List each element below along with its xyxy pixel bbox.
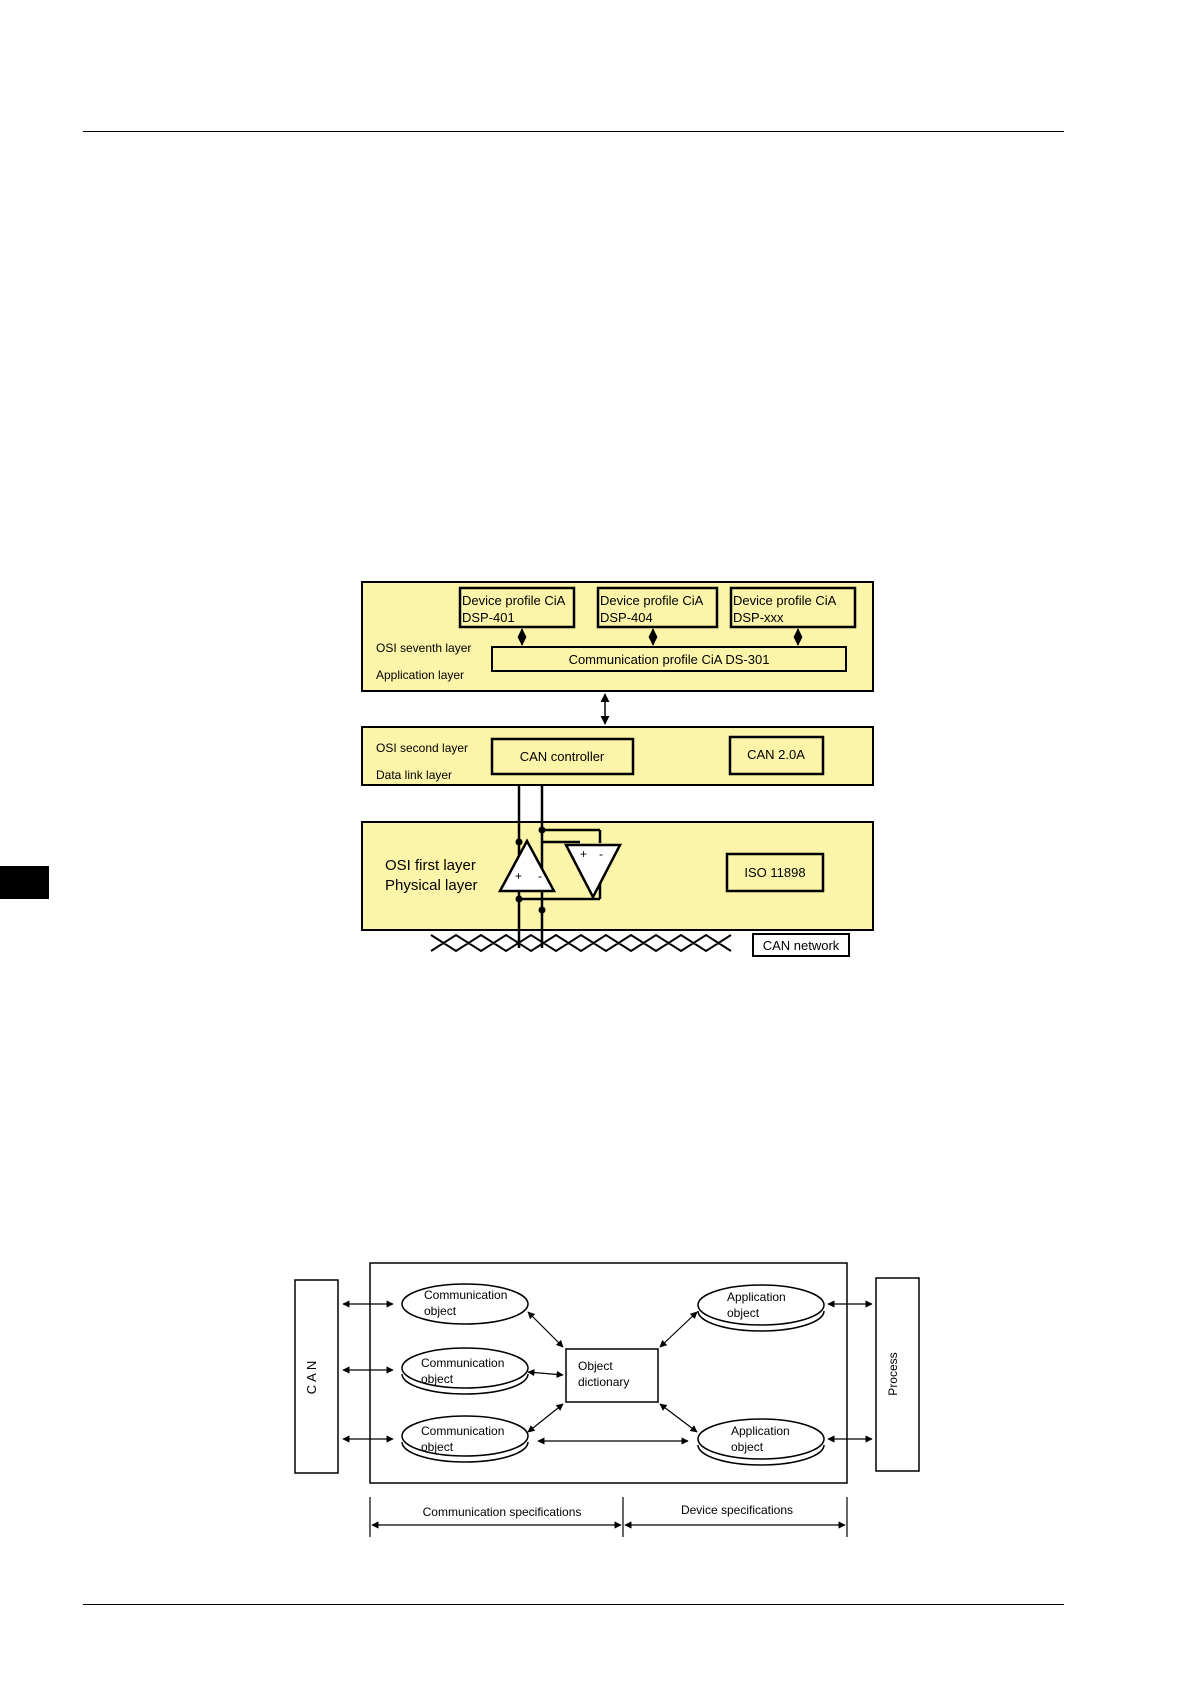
comm-object-2-line2: object [421,1372,454,1386]
can-20a-box [728,735,825,776]
comm-object-3: Communication object [401,1415,529,1463]
profile-box-xxx [729,586,857,629]
app-object-2: Application object [697,1418,825,1466]
app-object-1-line2: object [727,1306,760,1320]
driver-plus: + [515,869,522,883]
object-arrows [342,1300,873,1445]
can-controller-label: CAN controller [520,749,605,764]
comm-object-3-line2: object [421,1440,454,1454]
iso-11898-box [725,852,825,893]
object-dictionary-box [565,1348,659,1403]
header-rule [83,131,1064,132]
comm-object-2-line1: Communication [421,1356,504,1370]
profile-box-401 [458,586,576,629]
receiver-minus: - [599,847,603,861]
wiring-junctions [515,826,546,914]
comm-profile-label: Communication profile CiA DS-301 [569,652,770,667]
comm-profile-box [491,646,847,672]
comm-object-3-line1: Communication [421,1424,504,1438]
footer-rule [83,1604,1064,1605]
osi-layer-diagram: Device profile CiA DSP-401 Device profil… [361,581,874,957]
process-side-label: Process [886,1352,900,1395]
iso-11898-label: ISO 11898 [744,865,805,880]
chapter-tab [0,866,49,899]
comm-object-1: Communication object [401,1283,529,1325]
app-object-1-line1: Application [727,1290,786,1304]
receiver-plus: + [580,847,587,861]
can-network-twisted-pair [430,933,732,953]
app-object-2-line2: object [731,1440,764,1454]
comm-object-2: Communication object [401,1347,529,1395]
osi-first-layer-label: OSI first layer [385,857,476,874]
can-controller-box [490,737,635,776]
physical-layer-label: Physical layer [385,877,478,894]
receiver-triangle [563,843,623,900]
application-layer-label: Application layer [376,668,464,682]
profile-401-line2: DSP-401 [462,610,515,625]
object-dictionary-line2: dictionary [578,1375,629,1389]
object-dictionary-diagram: CAN Process Communication object Communi… [294,1262,920,1537]
profile-xxx-line1: Device profile CiA [733,593,837,608]
comm-object-1-line1: Communication [424,1288,507,1302]
osi-seventh-layer-label: OSI seventh layer [376,641,471,655]
profile-box-404 [596,586,719,629]
data-link-layer-label: Data link layer [376,768,452,782]
device-spec-label: Device specifications [681,1503,793,1517]
app-object-2-line1: Application [731,1424,790,1438]
can-network-label: CAN network [763,938,840,953]
driver-triangle [497,838,557,893]
osi-second-layer-label: OSI second layer [376,741,468,755]
spec-dimension-lines [369,1497,848,1537]
comm-object-1-line2: object [424,1304,457,1318]
driver-minus: - [538,869,542,883]
profile-404-line2: DSP-404 [600,610,653,625]
profile-xxx-line2: DSP-xxx [733,610,784,625]
app-object-1: Application object [697,1284,825,1332]
comm-spec-label: Communication specifications [423,1505,582,1519]
can-side-label: CAN [304,1358,319,1394]
process-side-box [875,1277,920,1472]
can-network-box [752,933,850,957]
can-20a-label: CAN 2.0A [747,747,805,762]
profile-401-line1: Device profile CiA [462,593,566,608]
object-dictionary-line1: Object [578,1359,613,1373]
profile-404-line1: Device profile CiA [600,593,704,608]
can-side-box [294,1279,339,1474]
